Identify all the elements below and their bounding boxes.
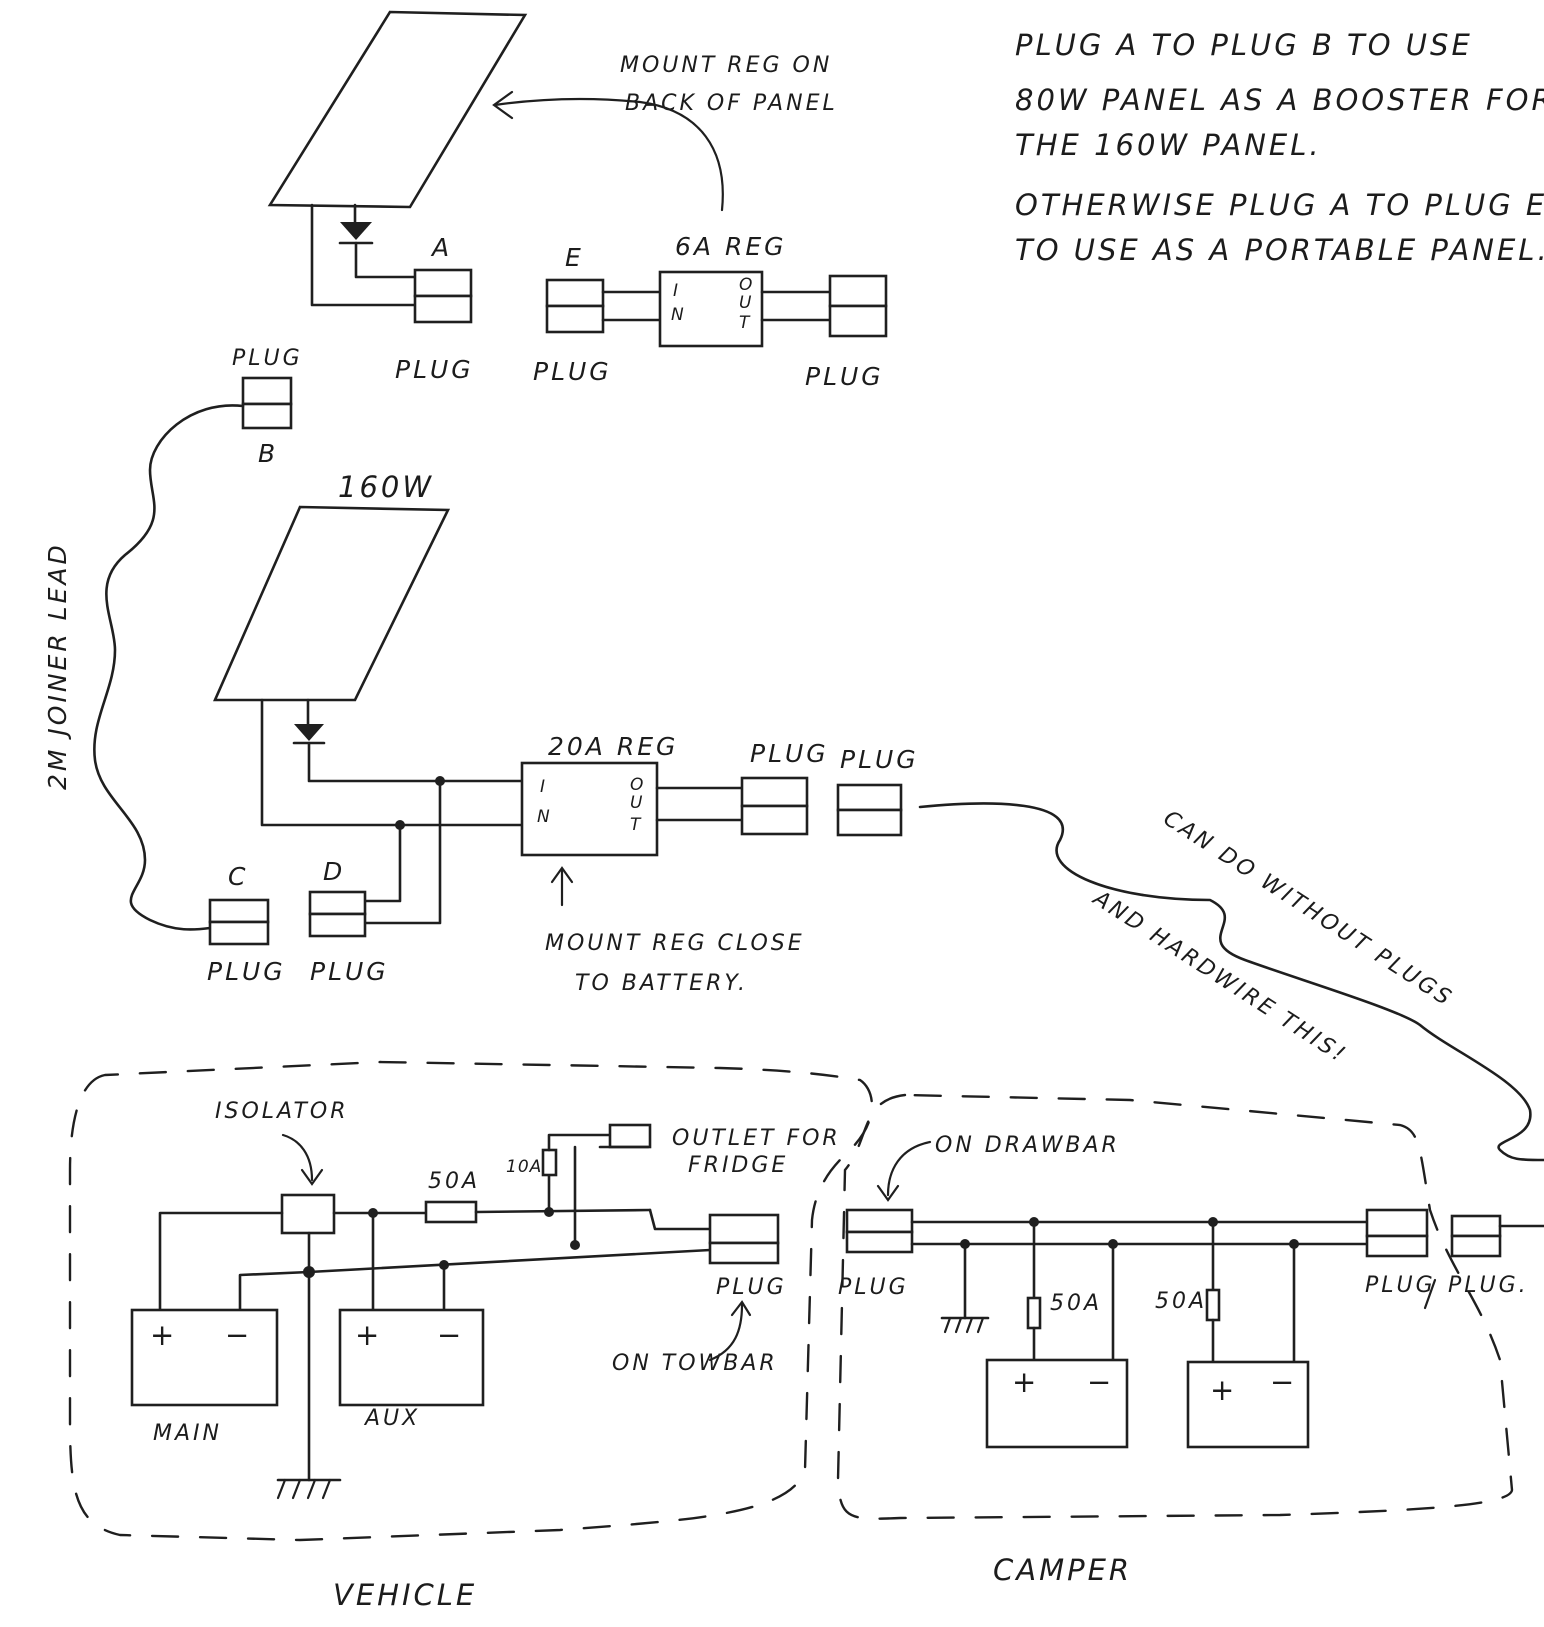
camper-fuse-1-label: 50A — [1050, 1291, 1102, 1316]
camper-battery-1 — [985, 1358, 1129, 1449]
solar-panel-160w — [213, 505, 451, 702]
portable-regulator-group: E PLUG 6A REG I N O U T PLUG — [533, 232, 888, 391]
plug-b-letter: B — [258, 439, 278, 468]
regulator-20a-group: 20A REG I N O U T PLUG PLUG MOUNT REG CL… — [520, 732, 919, 996]
notes-block: PLUG A TO PLUG B TO USE 80W PANEL AS A B… — [1015, 28, 1544, 267]
plug-6a-out-label: PLUG — [805, 362, 884, 391]
battery-aux — [338, 1308, 485, 1407]
reg-20a-plug-label-1: PLUG — [750, 739, 829, 768]
note-line-5: TO USE AS A PORTABLE PANEL. — [1015, 233, 1544, 267]
drawbar-plug — [845, 1208, 914, 1234]
plug-c-label: PLUG — [207, 957, 286, 986]
camper-fuse-2 — [1205, 1288, 1221, 1322]
battery-main-plus: + — [150, 1318, 177, 1352]
plug-a: A PLUG — [395, 233, 474, 384]
camper-battery-2 — [1186, 1360, 1310, 1449]
camper-zone-border — [836, 1093, 1514, 1520]
reg-20a-in-1: I — [540, 777, 546, 797]
cable-to-camper — [918, 802, 1544, 1162]
regulator-6a — [658, 270, 764, 348]
note-line-1: PLUG A TO PLUG B TO USE — [1015, 28, 1473, 62]
camper-solar-plug-label: PLUG — [1365, 1273, 1436, 1298]
reg-20a-out-2: U — [630, 793, 643, 813]
vehicle-zone-border — [68, 1060, 874, 1542]
camper-battery-1-minus: − — [1087, 1365, 1114, 1399]
battery-aux-plus: + — [355, 1318, 382, 1352]
reg-20a-out-3: T — [630, 815, 642, 835]
towbar-plug-label: PLUG — [716, 1275, 787, 1300]
vehicle-zone-label: VEHICLE — [333, 1578, 477, 1612]
camper-end-plug-label: PLUG. — [1448, 1273, 1529, 1298]
main-solar-panel: 160W — [213, 470, 524, 925]
camper-battery-2-plus: + — [1210, 1373, 1237, 1407]
joiner-lead: PLUG B 2M JOINER LEAD — [43, 346, 303, 931]
drawbar-plug-label: PLUG — [838, 1275, 909, 1300]
towbar-plug — [708, 1213, 780, 1245]
drawbar-label: ON DRAWBAR — [935, 1133, 1120, 1158]
fuse-10a — [541, 1148, 558, 1177]
camper-battery-2-minus: − — [1270, 1365, 1297, 1399]
reg-20a-plug-label-2: PLUG — [840, 745, 919, 774]
reg-6a-in-2: N — [671, 305, 685, 325]
diode-icon — [294, 724, 324, 741]
camper-end-plug — [1450, 1214, 1502, 1238]
plug-a-letter: A — [430, 233, 452, 262]
plug-a-label: PLUG — [395, 355, 474, 384]
towbar-label: ON TOWBAR — [612, 1351, 778, 1376]
mount-note-2: BACK OF PANEL — [625, 91, 838, 116]
battery-main — [130, 1308, 279, 1407]
camper-zone-label: CAMPER — [993, 1553, 1132, 1587]
fuse-50a — [424, 1200, 478, 1224]
plug-e-letter: E — [565, 243, 584, 272]
plug-d: D PLUG — [308, 857, 389, 986]
reg-6a-in-1: I — [673, 281, 679, 301]
isolator-switch — [280, 1193, 336, 1235]
battery-main-label: MAIN — [153, 1421, 222, 1446]
reg-20a-in-2: N — [537, 807, 551, 827]
note-line-4: OTHERWISE PLUG A TO PLUG E — [1015, 188, 1544, 222]
reg-6a-out-1: O — [739, 275, 753, 295]
fridge-outlet-label-2: FRIDGE — [688, 1153, 788, 1178]
mount-close-note-1: MOUNT REG CLOSE — [545, 931, 805, 956]
reg-6a-out-3: T — [739, 313, 751, 333]
vehicle-wiring: ISOLATOR 50A 10A OUTLET FOR FRIDGE — [130, 1099, 841, 1500]
plug-b-label: PLUG — [232, 346, 303, 371]
camper-battery-1-plus: + — [1012, 1365, 1039, 1399]
plug-d-letter: D — [323, 857, 345, 886]
plug-e-label: PLUG — [533, 357, 612, 386]
note-line-3: THE 160W PANEL. — [1015, 128, 1322, 162]
mount-close-note-2: TO BATTERY. — [575, 971, 748, 996]
top-solar-panel — [267, 10, 528, 307]
fridge-outlet — [608, 1123, 652, 1149]
regulator-20a — [520, 761, 659, 857]
plug-d-label: PLUG — [310, 957, 389, 986]
solar-panel-80w — [267, 10, 528, 209]
reg-20a-out-1: O — [630, 775, 644, 795]
fuse-50a-label: 50A — [428, 1169, 480, 1194]
diode-icon — [340, 222, 372, 240]
main-panel-wattage: 160W — [338, 470, 434, 504]
regulator-6a-label: 6A REG — [675, 232, 787, 261]
fuse-10a-label: 10A — [506, 1157, 542, 1177]
fridge-outlet-label-1: OUTLET FOR — [672, 1126, 841, 1151]
camper-fuse-1 — [1026, 1296, 1042, 1330]
joiner-lead-label: 2M JOINER LEAD — [43, 542, 72, 790]
note-line-2: 80W PANEL AS A BOOSTER FOR — [1015, 83, 1544, 117]
reg-6a-out-2: U — [739, 293, 752, 313]
plug-c-letter: C — [228, 862, 248, 891]
isolator-label: ISOLATOR — [215, 1099, 349, 1124]
camper-solar-plug — [1365, 1208, 1429, 1238]
mount-note-arrow — [493, 97, 724, 212]
camper-fuse-2-label: 50A — [1155, 1289, 1207, 1314]
battery-aux-minus: − — [437, 1318, 464, 1352]
regulator-20a-label: 20A REG — [548, 732, 678, 761]
camper-wiring: ON DRAWBAR PLUG 50A + − 50A — [838, 1133, 1544, 1449]
battery-main-minus: − — [225, 1318, 252, 1352]
battery-aux-label: AUX — [363, 1406, 420, 1431]
mount-note-1: MOUNT REG ON — [620, 53, 832, 78]
plug-c: C PLUG — [207, 862, 286, 986]
